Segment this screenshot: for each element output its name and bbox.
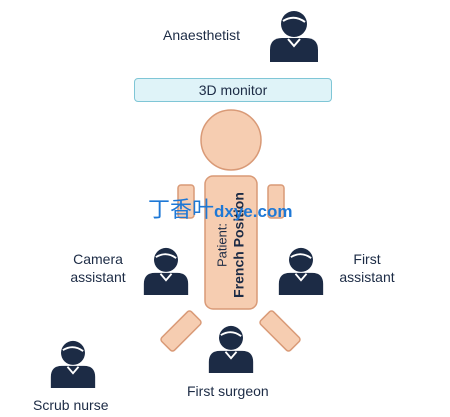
scrub-nurse-person-icon (50, 340, 96, 388)
camera-assistant-line2: assistant (70, 269, 126, 285)
anaesthetist-person-icon (270, 11, 318, 62)
first-assistant-person-icon (278, 247, 324, 295)
first-assistant-line2: assistant (339, 269, 395, 285)
scrub-nurse-label: Scrub nurse (33, 397, 109, 413)
watermark: 丁香叶dxye.com (148, 197, 292, 225)
watermark-site: dxye.com (214, 202, 293, 221)
camera-assistant-label: Camera assistant (62, 250, 134, 286)
patient-left-arm (177, 184, 195, 219)
first-assistant-label: First assistant (332, 250, 402, 286)
3d-monitor: 3D monitor (134, 78, 332, 102)
patient-right-leg (259, 310, 301, 352)
patient-right-arm (267, 184, 285, 219)
first-surgeon-label: First surgeon (187, 383, 269, 399)
patient-left-leg (160, 310, 202, 352)
patient-head (200, 109, 262, 171)
patient-torso (204, 175, 258, 310)
first-surgeon-person-icon (208, 325, 254, 373)
camera-assistant-line1: Camera (73, 251, 123, 267)
watermark-chinese: 丁香叶 (148, 197, 215, 222)
camera-assistant-person-icon (143, 247, 189, 295)
anaesthetist-label: Anaesthetist (163, 27, 241, 43)
first-assistant-line1: First (353, 251, 381, 267)
